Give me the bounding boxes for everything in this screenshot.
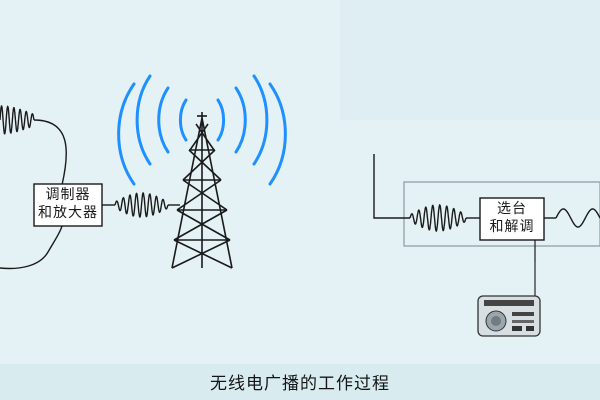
background-panel	[340, 0, 600, 120]
modulator-label-line1: 调制器	[45, 187, 91, 203]
output-audio-signal	[555, 208, 600, 228]
input-audio-signal	[0, 105, 35, 135]
input-wire	[33, 119, 67, 186]
radio-receiver-icon	[477, 262, 541, 337]
received-signal	[409, 203, 467, 233]
receiving-antenna	[373, 154, 410, 219]
tuner-demodulator-box	[479, 197, 545, 241]
tuner-label-line1: 选台	[497, 201, 527, 217]
figure-caption: 无线电广播的工作过程	[210, 374, 390, 394]
caption-band: 无线电广播的工作过程	[0, 364, 600, 400]
radio-waves	[117, 74, 287, 186]
tuner-label-line2: 和解调	[489, 219, 535, 235]
receiver-frame	[403, 181, 600, 247]
modulator-label-line2: 和放大器	[38, 205, 98, 221]
transmission-tower-icon	[171, 112, 233, 269]
tuner-label: 选台 和解调	[480, 200, 544, 236]
modulated-signal	[114, 191, 169, 219]
modulator-label: 调制器 和放大器	[34, 186, 102, 222]
